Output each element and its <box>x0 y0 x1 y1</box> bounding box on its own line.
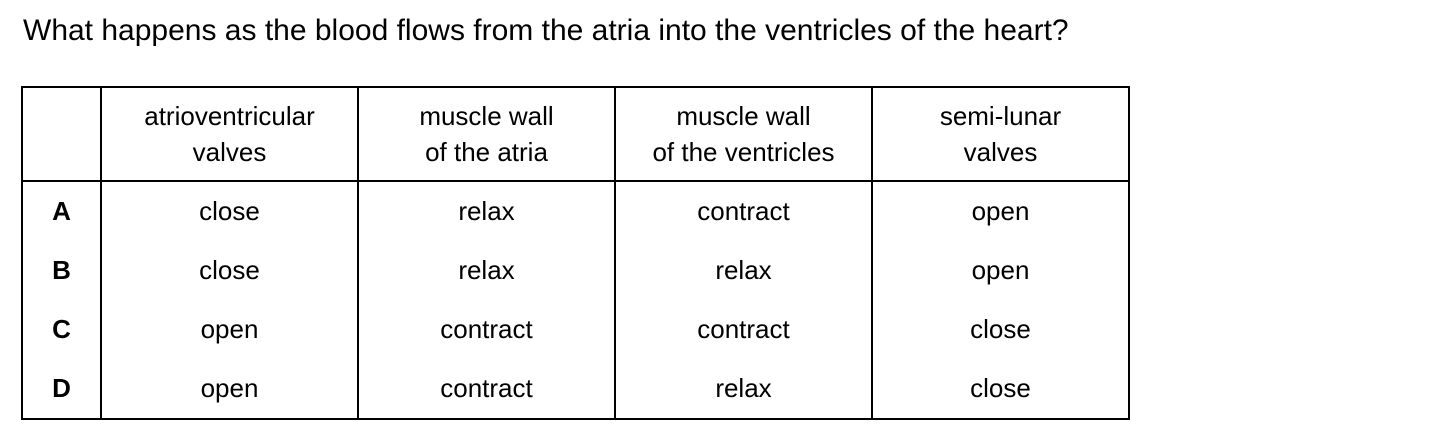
cell-c-muscle-wall-ventricles: contract <box>614 300 873 359</box>
cell-c-atrioventricular-valves: open <box>100 300 359 359</box>
table-row-b: B close relax relax open <box>21 241 1130 300</box>
cell-b-muscle-wall-atria: relax <box>357 241 616 300</box>
cell-d-muscle-wall-ventricles: relax <box>614 359 873 419</box>
cell-a-atrioventricular-valves: close <box>100 181 359 241</box>
cell-c-muscle-wall-atria: contract <box>357 300 616 359</box>
table-row-a: A close relax contract open <box>21 181 1130 241</box>
cell-b-muscle-wall-ventricles: relax <box>614 241 873 300</box>
cell-a-muscle-wall-atria: relax <box>357 181 616 241</box>
cell-a-muscle-wall-ventricles: contract <box>614 181 873 241</box>
header-row: atrioventricular valves muscle wall of t… <box>21 87 1130 182</box>
table-row-d: D open contract relax close <box>21 359 1130 419</box>
option-label-d: D <box>21 359 102 419</box>
question-text: What happens as the blood flows from the… <box>23 14 1069 47</box>
cell-b-atrioventricular-valves: close <box>100 241 359 300</box>
header-atrioventricular-valves: atrioventricular valves <box>100 87 359 182</box>
cell-c-semi-lunar-valves: close <box>871 300 1130 359</box>
header-semi-lunar-valves: semi-lunar valves <box>871 87 1130 182</box>
cell-d-semi-lunar-valves: close <box>871 359 1130 419</box>
header-option-column <box>21 87 102 182</box>
option-label-b: B <box>21 241 102 300</box>
option-label-a: A <box>21 181 102 241</box>
answer-table: atrioventricular valves muscle wall of t… <box>21 86 1130 420</box>
table-row-c: C open contract contract close <box>21 300 1130 359</box>
header-muscle-wall-atria: muscle wall of the atria <box>357 87 616 182</box>
cell-a-semi-lunar-valves: open <box>871 181 1130 241</box>
cell-b-semi-lunar-valves: open <box>871 241 1130 300</box>
option-label-c: C <box>21 300 102 359</box>
cell-d-atrioventricular-valves: open <box>100 359 359 419</box>
cell-d-muscle-wall-atria: contract <box>357 359 616 419</box>
header-muscle-wall-ventricles: muscle wall of the ventricles <box>614 87 873 182</box>
